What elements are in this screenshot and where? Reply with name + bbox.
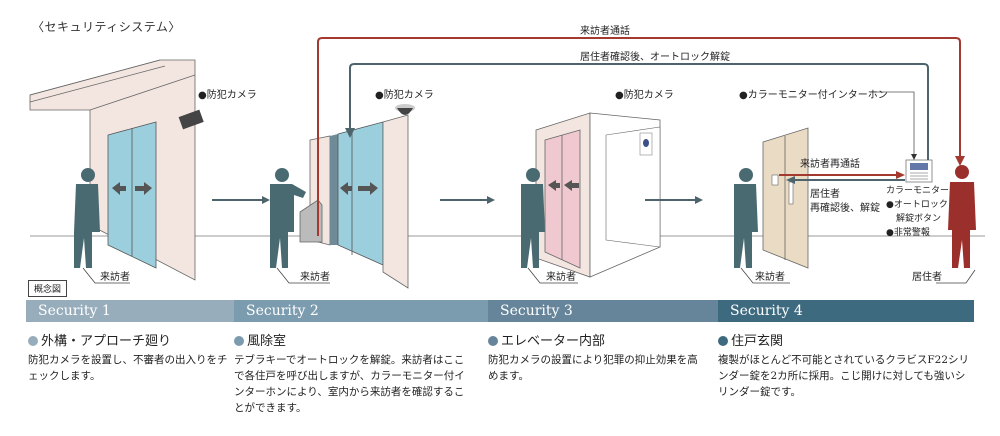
page-title: 〈セキュリティシステム〉 <box>32 20 181 34</box>
scene-entrance <box>29 59 204 281</box>
camera-callout-2: ●防犯カメラ <box>375 90 434 101</box>
flow-arrow-icon <box>262 196 270 204</box>
visitor-figure <box>74 168 100 268</box>
visitor-figure <box>734 168 758 268</box>
arrow-right-icon <box>358 182 378 195</box>
alarm-label: ●非常警報 <box>886 228 930 238</box>
section-2: 風除室 テブラキーでオートロックを解錠。来訪者はここで各住戸を呼び出しますが、カ… <box>234 330 472 416</box>
flow-arrow-icon <box>487 196 495 204</box>
section-3: エレベーター内部 防犯カメラの設置により犯罪の抑止効果を高めます。 <box>488 330 700 384</box>
section-header-2: Security 2 <box>234 300 488 322</box>
section-heading-text: 外構・アプローチ廻り <box>41 334 172 349</box>
resident-label: 居住者 <box>912 272 942 283</box>
section-heading-text: エレベーター内部 <box>501 334 606 349</box>
arrow-down-icon <box>955 156 965 166</box>
arrow-left-icon <box>548 180 560 191</box>
reconfirm-line2: 再確認後、解錠 <box>810 203 880 214</box>
camera-icon <box>178 109 204 130</box>
intercom-pointer <box>870 91 915 156</box>
scene-unit-door <box>762 127 933 269</box>
visitor-label-2: 来訪者 <box>300 272 330 283</box>
section-header-4: Security 4 <box>718 300 974 322</box>
intercom-panel-icon <box>299 199 323 243</box>
unlock-after-confirm-label: 居住者確認後、オートロック解錠 <box>580 52 730 63</box>
arrow-down-icon <box>911 154 917 160</box>
flow-arrow-icon <box>695 196 703 204</box>
section-heading-text: 住戸玄関 <box>731 334 784 349</box>
visitor-figure <box>521 168 545 268</box>
scene-elevator <box>535 112 661 278</box>
door-handle-icon <box>788 181 794 205</box>
visitor-recall-label: 来訪者再通話 <box>800 159 860 170</box>
bullet-dot-icon <box>488 336 498 346</box>
autolock-line2: 解錠ボタン <box>896 214 942 224</box>
arrow-right-icon <box>896 171 905 179</box>
section-4: 住戸玄関 複製がほとんど不可能とされているクラビスF22シリンダー錠を2カ所に採… <box>718 330 974 400</box>
bullet-dot-icon <box>28 336 38 346</box>
camera-callout-3: ●防犯カメラ <box>615 90 674 101</box>
visitor-label-4: 来訪者 <box>755 272 785 283</box>
arrow-down-icon <box>345 128 355 138</box>
arrow-right-icon <box>135 182 152 195</box>
dome-camera-icon <box>395 104 415 115</box>
section-body: テブラキーでオートロックを解錠。来訪者はここで各住戸を呼び出しますが、カラーモニ… <box>234 354 465 414</box>
bullet-dot-icon <box>718 336 728 346</box>
unit-door <box>762 127 809 269</box>
autolock-line1: ●オートロック <box>886 200 948 210</box>
camera-callout-1: ●防犯カメラ <box>198 90 257 101</box>
arrow-left-icon <box>786 176 795 184</box>
section-heading-text: 風除室 <box>247 334 287 349</box>
door-intercom-icon <box>771 174 779 186</box>
reconfirm-unlock-label: 居住者 再確認後、解錠 <box>810 188 880 216</box>
arrow-left-icon <box>112 182 126 195</box>
concept-diagram-badge: 概念図 <box>28 280 68 297</box>
visitor-figure <box>270 168 306 268</box>
bullet-dot-icon <box>234 336 244 346</box>
arrow-left-icon <box>564 180 579 191</box>
section-header-1: Security 1 <box>26 300 234 322</box>
section-heading: 風除室 <box>234 330 472 349</box>
section-1: 外構・アプローチ廻り 防犯カメラを設置し、不審者の出入りをチェックします。 <box>28 330 228 384</box>
section-heading: 外構・アプローチ廻り <box>28 330 228 349</box>
visitor-label-1: 来訪者 <box>100 272 130 283</box>
section-body: 防犯カメラの設置により犯罪の抑止効果を高めます。 <box>488 354 698 382</box>
section-body: 複製がほとんど不可能とされているクラビスF22シリンダー錠を2カ所に採用。こじ開… <box>718 354 970 398</box>
color-monitor-icon <box>905 159 933 183</box>
visitor-label-3: 来訪者 <box>546 272 576 283</box>
section-header-3: Security 3 <box>488 300 718 322</box>
section-heading: 住戸玄関 <box>718 330 974 349</box>
visitor-call-label: 来訪者通話 <box>580 26 630 37</box>
intercom-callout: ●カラーモニター付インターホン <box>739 90 888 101</box>
elevator-door <box>544 129 581 269</box>
visitor-call-line <box>317 37 961 236</box>
unlock-line <box>349 63 929 160</box>
section-heading: エレベーター内部 <box>488 330 700 349</box>
autolock-button-label: ●オートロック 解錠ボタン <box>886 198 948 226</box>
elevator-camera-icon <box>639 132 653 156</box>
resident-figure <box>948 165 976 268</box>
monitor-label: カラーモニター <box>886 186 950 196</box>
reconfirm-line1: 居住者 <box>810 189 840 200</box>
glass-door <box>337 121 384 266</box>
section-body: 防犯カメラを設置し、不審者の出入りをチェックします。 <box>28 354 228 382</box>
scene-vestibule <box>299 104 415 289</box>
arrow-left-icon <box>340 182 352 195</box>
